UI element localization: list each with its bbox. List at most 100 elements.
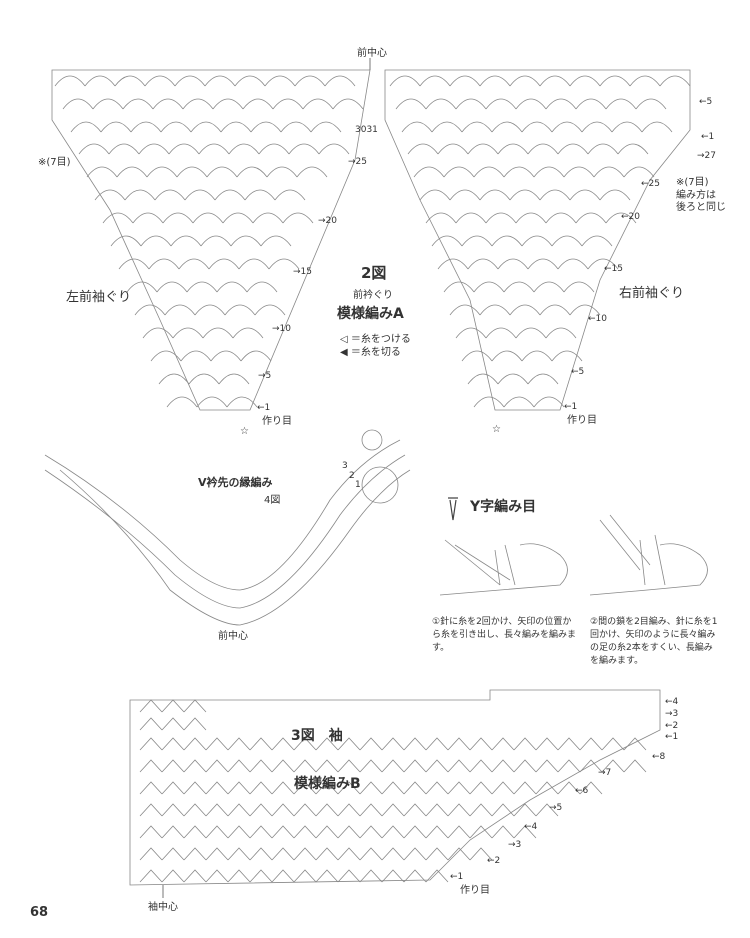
right-start-chain: 作り目: [567, 415, 597, 426]
fan-stitch: [140, 235, 172, 247]
y-stitch-diagram-2: [589, 514, 708, 596]
fan-stitch: [587, 258, 619, 270]
fan-stitch: [527, 143, 559, 155]
fan-stitch: [94, 189, 126, 201]
sleeve-stitch: [271, 869, 295, 883]
sleeve-stitch: [359, 825, 383, 839]
fig3-row-4-top: ←4: [665, 697, 679, 707]
sleeve-stitch: [161, 869, 185, 883]
sleeve-stitch: [249, 759, 273, 773]
sleeve-stitch: [557, 781, 581, 795]
sleeve-stitch: [183, 781, 207, 795]
fig2-subtitle: 前衿ぐり: [353, 290, 393, 301]
fan-stitch: [208, 258, 240, 270]
fig3-center-sleeve: 袖中心: [148, 902, 178, 913]
sleeve-stitch: [359, 737, 383, 751]
sleeve-stitch: [227, 737, 251, 751]
sleeve-stitch: [271, 803, 295, 817]
fan-stitch: [118, 258, 150, 270]
fan-stitch: [240, 350, 272, 362]
sleeve-stitch: [491, 803, 515, 817]
sleeve-stitch: [161, 699, 185, 713]
fan-stitch: [224, 304, 256, 316]
sleeve-stitch: [271, 759, 295, 773]
fan-stitch: [581, 235, 613, 247]
fan-stitch: [479, 304, 511, 316]
fan-stitch: [593, 166, 625, 178]
sleeve-stitch: [315, 869, 339, 883]
fig3-title: 3図 袖: [291, 728, 343, 744]
fan-stitch: [254, 304, 286, 316]
fan-stitch: [605, 98, 637, 110]
fan-stitch: [395, 98, 427, 110]
sleeve-stitch: [293, 737, 317, 751]
fan-stitch: [164, 304, 196, 316]
sleeve-stitch: [183, 699, 207, 713]
fan-stitch: [461, 121, 493, 133]
sleeve-stitch: [513, 781, 537, 795]
fig4-number: 4図: [264, 495, 281, 506]
left-row-10: →10: [272, 324, 291, 334]
fan-stitch: [288, 143, 320, 155]
sleeve-stitch: [227, 847, 251, 861]
fan-stitch: [659, 75, 691, 87]
fan-stitch: [252, 212, 284, 224]
fan-stitch: [437, 143, 469, 155]
fig3-row-8: ←8: [652, 752, 666, 762]
fan-stitch: [563, 281, 595, 293]
fan-stitch: [244, 189, 276, 201]
fig2-left-panel: [51, 69, 371, 411]
sleeve-stitch: [337, 847, 361, 861]
fan-stitch: [635, 98, 667, 110]
sleeve-stitch: [535, 737, 559, 751]
legend-cut: ◀ ＝糸を切る: [340, 343, 401, 358]
fan-stitch: [138, 143, 170, 155]
fan-stitch: [431, 235, 463, 247]
sleeve-stitch: [469, 825, 493, 839]
fan-stitch: [130, 121, 162, 133]
sleeve-stitch: [579, 759, 603, 773]
fig3-row-5: →5: [549, 803, 563, 813]
fan-stitch: [449, 304, 481, 316]
sleeve-stitch: [205, 847, 229, 861]
sleeve-stitch: [403, 781, 427, 795]
sleeve-stitch: [139, 825, 163, 839]
sleeve-stitch: [425, 847, 449, 861]
fan-stitch: [449, 189, 481, 201]
fan-stitch: [617, 143, 649, 155]
sleeve-stitch: [315, 759, 339, 773]
fan-stitch: [437, 258, 469, 270]
fan-stitch: [599, 189, 631, 201]
fan-stitch: [280, 121, 312, 133]
sleeve-stitch: [205, 781, 229, 795]
fan-stitch: [150, 350, 182, 362]
fan-stitch: [198, 143, 230, 155]
fan-stitch: [569, 189, 601, 201]
fan-stitch: [485, 98, 517, 110]
sleeve-stitch: [337, 869, 361, 883]
fan-stitch: [302, 98, 334, 110]
sleeve-stitch: [139, 803, 163, 817]
fan-stitch: [210, 350, 242, 362]
note-left: ※(7目): [38, 157, 71, 168]
sleeve-stitch: [469, 847, 493, 861]
right-row-10: ←10: [588, 314, 607, 324]
fan-stitch: [324, 75, 356, 87]
sleeve-stitch: [447, 781, 471, 795]
fan-stitch: [212, 98, 244, 110]
fan-stitch: [170, 235, 202, 247]
fan-stitch: [551, 350, 583, 362]
fan-stitch: [611, 121, 643, 133]
fan-stitch: [479, 189, 511, 201]
fan-stitch: [166, 396, 198, 408]
top-right-row-27: →27: [697, 151, 716, 161]
sleeve-stitch: [293, 803, 317, 817]
right-star-icon: ☆: [492, 424, 501, 435]
sleeve-stitch: [337, 803, 361, 817]
fan-stitch: [250, 121, 282, 133]
y-stitch-diagram-1: [439, 539, 568, 596]
fan-stitch: [124, 189, 156, 201]
sleeve-stitch: [249, 847, 273, 861]
fan-stitch: [461, 350, 493, 362]
fan-stitch: [557, 258, 589, 270]
